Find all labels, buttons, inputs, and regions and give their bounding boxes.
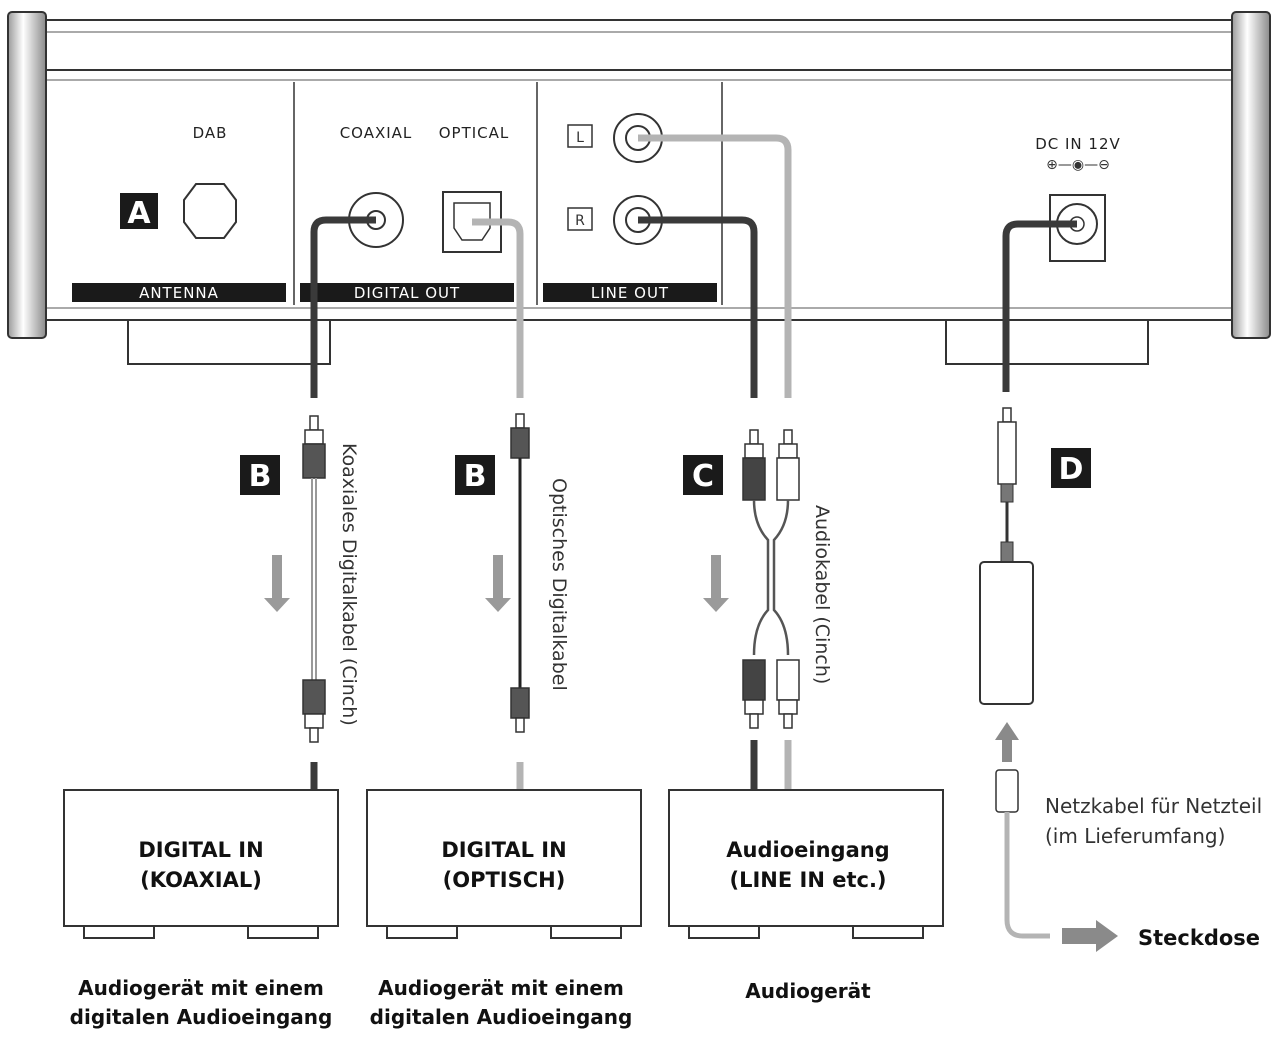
device-caption: digitalen Audioeingang	[370, 1005, 633, 1029]
badge-b-coaxial: B	[249, 459, 272, 494]
audio-cable	[638, 134, 800, 816]
coaxial-cable	[302, 216, 376, 816]
outlet-label: Steckdose	[1138, 926, 1260, 950]
section-bar-antenna: ANTENNA	[139, 284, 219, 302]
dc-polarity-symbol: ⊕—◉—⊖	[1046, 157, 1110, 173]
device-caption: digitalen Audioeingang	[70, 1005, 333, 1029]
coaxial-label: COAXIAL	[340, 124, 413, 142]
target-device-optical: DIGITAL IN (OPTISCH)	[366, 789, 642, 939]
target-device-audio: Audioeingang (LINE IN etc.)	[668, 789, 944, 939]
power-cord-note: (im Lieferumfang)	[1045, 824, 1225, 848]
badge-d: D	[1059, 452, 1084, 487]
optical-cable	[472, 218, 530, 816]
arrow-down-icon	[703, 555, 729, 612]
power-adapter	[979, 561, 1034, 705]
power-cord-note: Netzkabel für Netzteil	[1045, 794, 1262, 818]
dab-label: DAB	[193, 124, 228, 142]
target-device-coaxial: DIGITAL IN (KOAXIAL)	[63, 789, 339, 939]
device-caption: Audiogerät mit einem	[78, 976, 324, 1000]
power-cable	[979, 220, 1118, 952]
target-device-title: DIGITAL IN	[138, 838, 263, 862]
badge-c: C	[692, 459, 714, 494]
device-endcap-right	[1231, 11, 1271, 339]
audio-cable-label: Audiokabel (Cinch)	[811, 505, 833, 684]
dc-in-jack	[1049, 194, 1106, 262]
target-device-subtitle: (KOAXIAL)	[140, 868, 262, 892]
target-device-subtitle: (OPTISCH)	[443, 868, 566, 892]
section-bar-line-out: LINE OUT	[591, 284, 669, 302]
arrow-down-icon	[264, 555, 290, 612]
badge-b-optical: B	[464, 459, 487, 494]
dc-in-label: DC IN 12V	[1035, 135, 1121, 153]
line-out-right-label: R	[575, 213, 585, 229]
device-foot-left	[127, 317, 331, 365]
coaxial-cable-label: Koaxiales Digitalkabel (Cinch)	[338, 443, 360, 726]
arrow-up-icon	[995, 722, 1019, 762]
target-device-title: Audioeingang	[726, 838, 889, 862]
section-bar-digital-out: DIGITAL OUT	[354, 284, 460, 302]
line-out-left-label: L	[576, 130, 584, 146]
device-endcap-left	[7, 11, 47, 339]
optical-cable-label: Optisches Digitalkabel	[548, 478, 570, 691]
device-foot-right	[945, 317, 1149, 365]
arrow-down-icon	[485, 555, 511, 612]
device-rear-panel: ANTENNA DIGITAL OUT LINE OUT DAB A COAXI…	[7, 11, 1271, 365]
device-top-strip	[35, 19, 1241, 71]
device-caption: Audiogerät mit einem	[378, 976, 624, 1000]
optical-label: OPTICAL	[439, 124, 510, 142]
arrow-right-icon	[1062, 920, 1118, 952]
device-caption: Audiogerät	[745, 979, 871, 1003]
target-device-title: DIGITAL IN	[441, 838, 566, 862]
dab-antenna-jack	[183, 183, 237, 239]
badge-a: A	[127, 196, 151, 231]
target-device-subtitle: (LINE IN etc.)	[729, 868, 886, 892]
